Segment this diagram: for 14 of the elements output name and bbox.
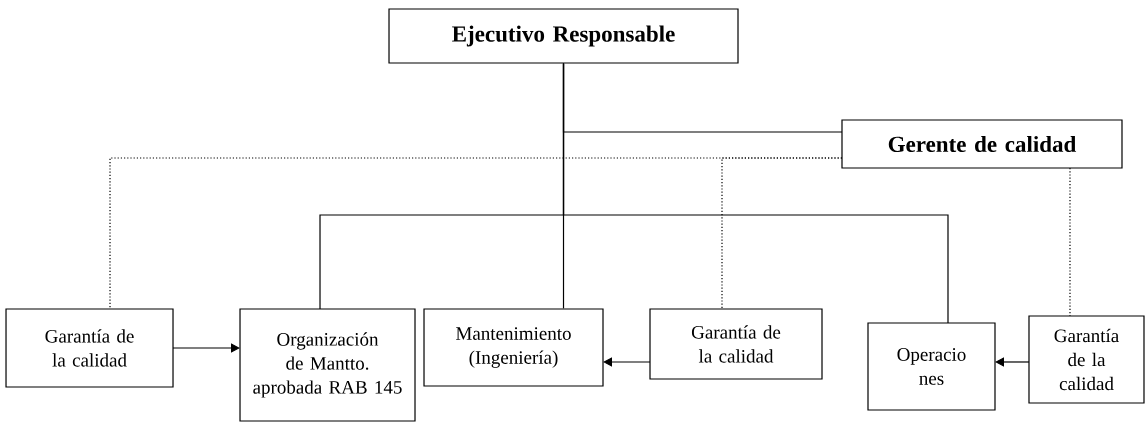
arrow bbox=[172, 343, 240, 353]
arrow bbox=[603, 357, 651, 367]
arrow bbox=[995, 357, 1030, 367]
org-box: Garantía de la calidad bbox=[5, 308, 174, 388]
dotted-line bbox=[721, 157, 843, 310]
org-box: Organización de Mantto. aprobada RAB 145 bbox=[239, 308, 416, 422]
org-box: Ejecutivo Responsable bbox=[388, 8, 739, 64]
org-box: Gerente de calidad bbox=[841, 119, 1123, 169]
connector-line bbox=[562, 63, 949, 324]
org-box: Mantenimiento (Ingeniería) bbox=[423, 308, 604, 387]
org-box: Garantía de la calidad bbox=[649, 308, 823, 380]
org-box: Operacio nes bbox=[867, 322, 996, 411]
org-box: Garantía de la calidad bbox=[1028, 315, 1145, 404]
dotted-line bbox=[1069, 167, 1071, 317]
